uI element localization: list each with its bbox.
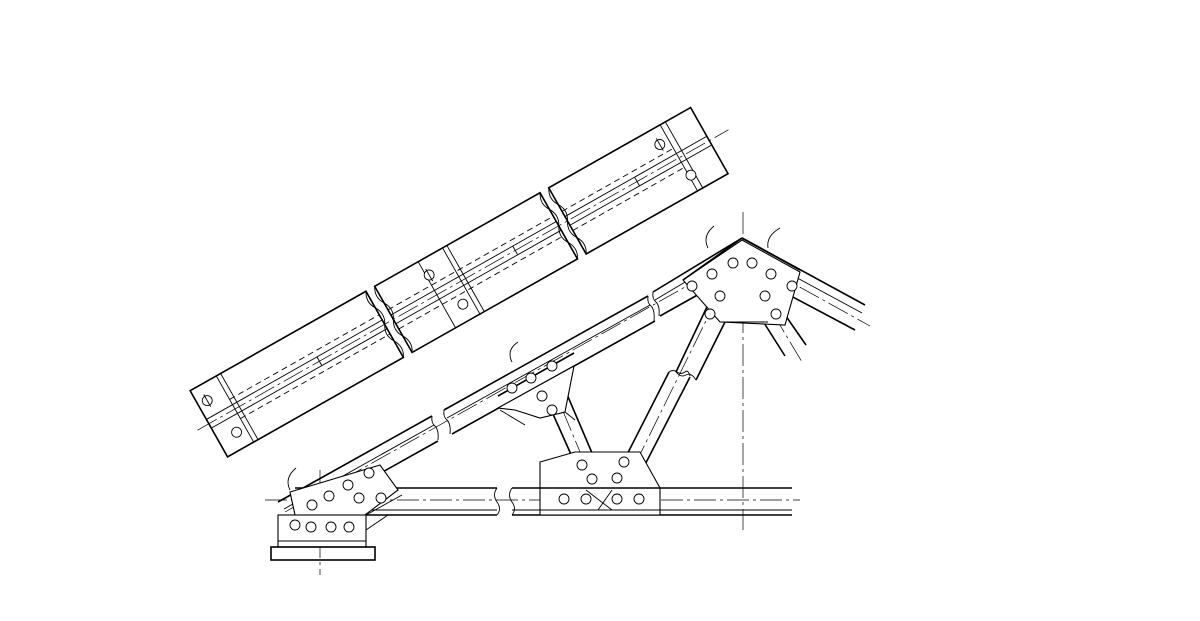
bolt [457,298,469,310]
plan-segment-c [547,106,730,256]
bolt [231,426,243,438]
break-mark [443,409,451,435]
break-mark [431,415,439,441]
bolt-gauge-lines [499,321,768,511]
break-mark [509,487,515,516]
break-mark [652,291,660,317]
angle-clip [767,227,781,249]
gusset-plate-ridge [682,239,801,326]
break-mark [647,295,655,322]
break-mark [365,291,404,358]
angle-clip [287,467,297,491]
break-mark [675,371,697,381]
bolt [685,169,697,181]
angle-clip [705,225,715,249]
plan-segment-b [373,191,579,354]
break-mark [539,192,578,259]
bolts-elevation [289,257,798,533]
break-mark [668,370,691,377]
gusset-plate-bottom-mid [539,451,661,516]
break-mark [494,487,500,516]
truss-elevation [265,212,871,575]
angle-clip [509,341,519,363]
gusset-plate-support [289,464,399,516]
rafter-plan-view [189,106,730,458]
